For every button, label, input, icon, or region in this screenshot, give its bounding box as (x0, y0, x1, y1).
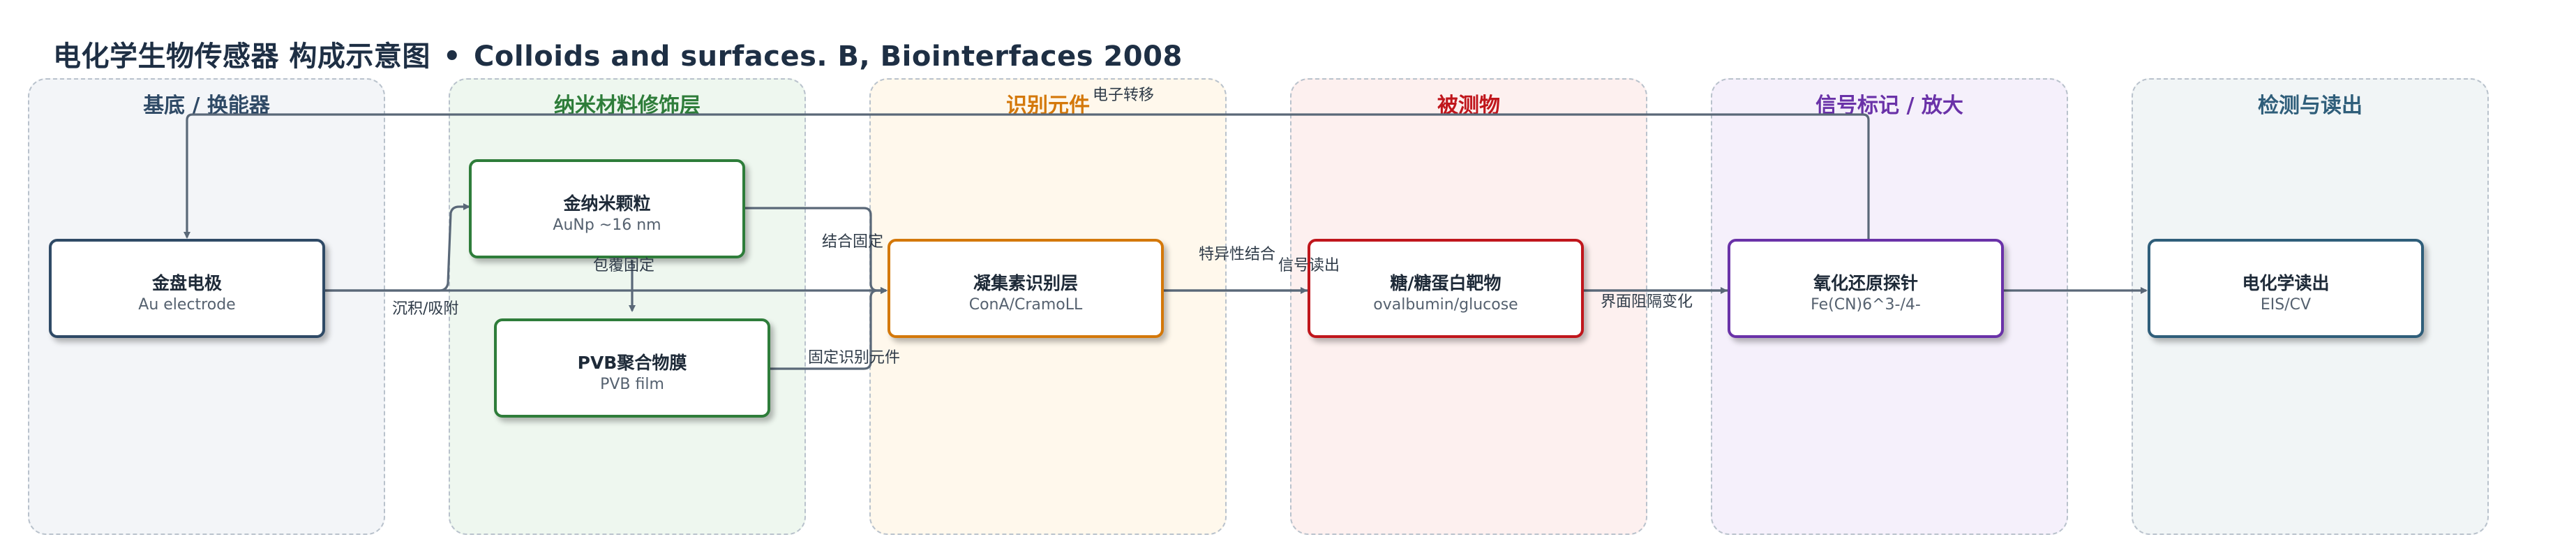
node-redox-title: 氧化还原探针 (1813, 273, 1918, 293)
node-redox-subtitle: Fe(CN)6^3-/4- (1811, 296, 1921, 314)
label-coat: 包覆固定 (593, 257, 655, 274)
lane-nanomaterial (449, 78, 806, 535)
page-title: 电化学生物传感器 构成示意图 • Colloids and surfaces. B,… (53, 34, 1183, 74)
node-readout: 电化学读出 EIS/CV (2148, 239, 2424, 338)
node-au-electrode: 金盘电极 Au electrode (49, 239, 325, 338)
node-au-electrode-title: 金盘电极 (151, 273, 222, 293)
node-pvb-title: PVB聚合物膜 (577, 353, 687, 373)
node-readout-subtitle: EIS/CV (2260, 296, 2312, 314)
node-lectin-title: 凝集素识别层 (973, 273, 1078, 293)
node-aunp: 金纳米颗粒 AuNp ~16 nm (469, 159, 745, 258)
title-source: Colloids and surfaces. B, Biointerfaces … (474, 41, 1183, 73)
node-lectin: 凝集素识别层 ConA/CramoLL (888, 239, 1164, 338)
label-deposit: 沉积/吸附 (392, 300, 459, 318)
node-pvb: PVB聚合物膜 PVB film (494, 318, 770, 418)
node-analyte-title: 糖/糖蛋白靶物 (1390, 273, 1502, 293)
label-impedance: 界面阻隔变化 (1601, 293, 1693, 311)
lane-title-readout: 检测与读出 (2258, 94, 2362, 118)
node-analyte: 糖/糖蛋白靶物 ovalbumin/glucose (1308, 239, 1584, 338)
node-lectin-subtitle: ConA/CramoLL (968, 296, 1083, 314)
node-aunp-title: 金纳米颗粒 (563, 193, 651, 214)
title-main: 电化学生物传感器 构成示意图 (53, 41, 430, 73)
label-fix-recog: 固定识别元件 (808, 349, 901, 367)
node-redox: 氧化还原探针 Fe(CN)6^3-/4- (1728, 239, 2004, 338)
node-pvb-subtitle: PVB film (600, 376, 664, 393)
node-analyte-subtitle: ovalbumin/glucose (1373, 296, 1518, 314)
node-aunp-subtitle: AuNp ~16 nm (553, 216, 661, 234)
label-signal-read: 信号读出 (1278, 257, 1340, 274)
node-au-electrode-subtitle: Au electrode (138, 296, 236, 314)
label-electron-transfer: 电子转移 (1093, 87, 1155, 104)
node-readout-title: 电化学读出 (2242, 273, 2330, 293)
label-specific: 特异性结合 (1199, 246, 1276, 263)
edge-electron-transfer (184, 113, 1870, 241)
edge-deposit (325, 203, 470, 292)
title-separator: • (442, 41, 462, 73)
label-bind-fix: 结合固定 (822, 233, 884, 251)
